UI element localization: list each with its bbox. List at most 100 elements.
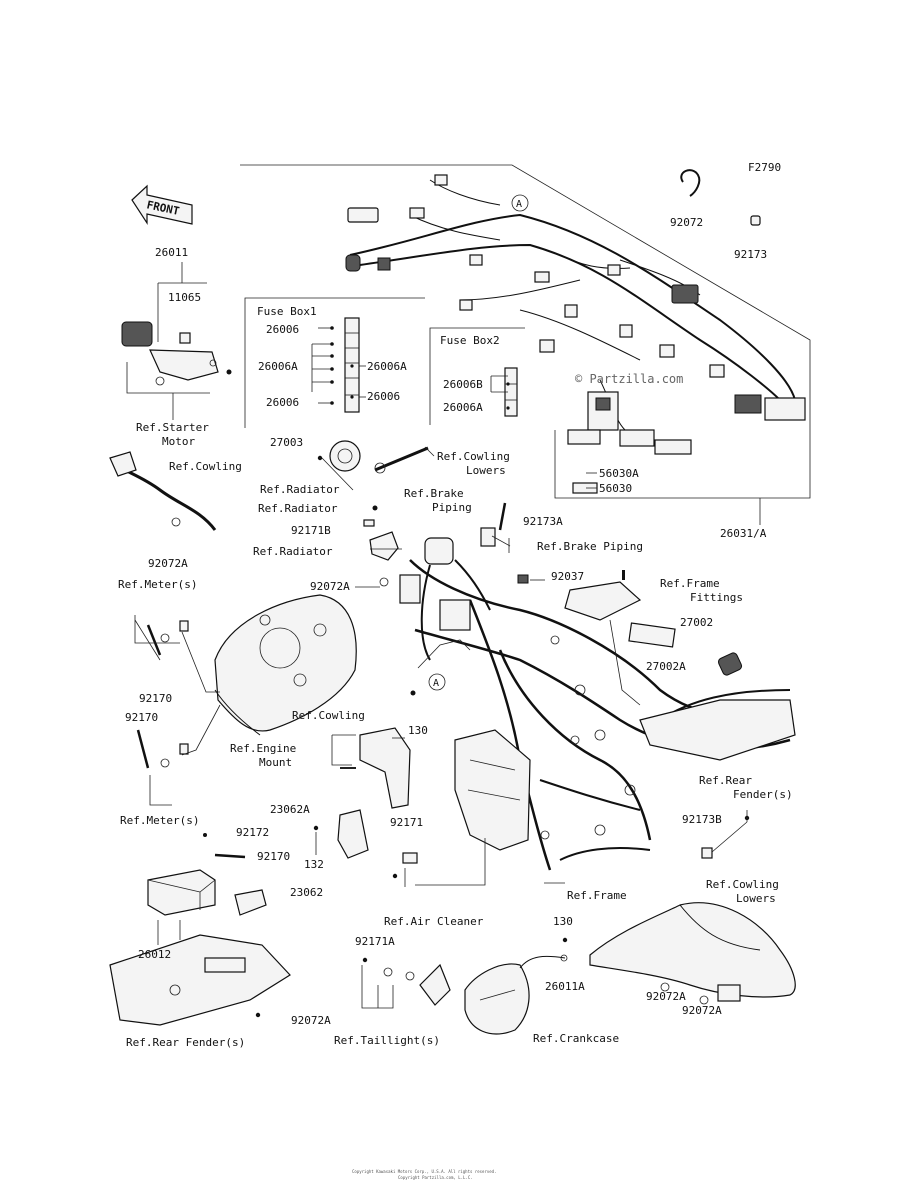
ref-frame-fittings-1: Ref.Frame bbox=[660, 577, 720, 590]
bolt-92173b-part bbox=[701, 810, 750, 859]
label-23062: 23062 bbox=[290, 886, 323, 899]
label-23062a: 23062A bbox=[270, 803, 310, 816]
ref-brake-piping-1b: Piping bbox=[432, 501, 472, 514]
ref-engine-mount-2: Mount bbox=[259, 756, 292, 769]
wire-harness bbox=[345, 174, 806, 431]
fuse-box-2-part bbox=[567, 391, 692, 494]
fuse-box-1-title: Fuse Box1 bbox=[257, 305, 317, 318]
label-92172: 92172 bbox=[236, 826, 269, 839]
ref-cowling-lowers-1b: Lowers bbox=[466, 464, 506, 477]
label-132: 132 bbox=[304, 858, 324, 871]
ref-rear-fender-1b: Fender(s) bbox=[733, 788, 793, 801]
label-27002a: 27002A bbox=[646, 660, 686, 673]
label-26011: 26011 bbox=[155, 246, 188, 259]
ref-air-cleaner: Ref.Air Cleaner bbox=[384, 915, 484, 928]
horn-part bbox=[317, 440, 429, 474]
ref-cowling-lowers-1a: Ref.Cowling bbox=[437, 450, 510, 463]
small-fasteners-top bbox=[363, 502, 507, 561]
ref-rear-fender-1a: Ref.Rear bbox=[699, 774, 752, 787]
fuse-box-2-label-1: 26006B bbox=[443, 378, 483, 391]
ref-frame-fittings-2: Fittings bbox=[690, 591, 743, 604]
callout-a-top: A bbox=[511, 194, 529, 212]
label-56030a: 56030A bbox=[599, 467, 639, 480]
leader-lines bbox=[321, 446, 597, 884]
ref-cowling-2: Ref.Cowling bbox=[292, 709, 365, 722]
harness-outline bbox=[240, 164, 811, 525]
ref-cowling-lowers-2b: Lowers bbox=[736, 892, 776, 905]
fuse-box-2-label-2: 26006A bbox=[443, 401, 483, 414]
fuse-box-1-label-left-3: 26006 bbox=[266, 396, 299, 409]
label-26031a: 26031/A bbox=[720, 527, 767, 540]
ref-meters-2: Ref.Meter(s) bbox=[120, 814, 199, 827]
label-27003: 27003 bbox=[270, 436, 303, 449]
ref-starter-motor-1: Ref.Starter bbox=[136, 421, 209, 434]
svg-text:A: A bbox=[516, 199, 522, 210]
ref-taillights: Ref.Taillight(s) bbox=[334, 1034, 440, 1047]
bracket-23062a-part bbox=[313, 809, 369, 859]
label-92072a-right-2: 92072A bbox=[682, 1004, 722, 1017]
ref-engine-mount-1: Ref.Engine bbox=[230, 742, 296, 755]
label-92170-2: 92170 bbox=[125, 711, 158, 724]
grommet-92173-part bbox=[750, 215, 761, 226]
label-26012: 26012 bbox=[138, 948, 171, 961]
ref-crankcase: Ref.Crankcase bbox=[533, 1032, 619, 1045]
label-92170-3: 92170 bbox=[257, 850, 290, 863]
label-92171: 92171 bbox=[390, 816, 423, 829]
fuse-box-1-label-right-1: 26006A bbox=[367, 360, 407, 373]
label-27002: 27002 bbox=[680, 616, 713, 629]
label-92072a-bottom-left: 92072A bbox=[291, 1014, 331, 1027]
ref-brake-piping-2: Ref.Brake Piping bbox=[537, 540, 643, 553]
figure-code: F2790 bbox=[748, 161, 781, 174]
ref-frame: Ref.Frame bbox=[567, 889, 627, 902]
meter-panel-part bbox=[134, 594, 357, 806]
ref-radiator-3: Ref.Radiator bbox=[253, 545, 333, 558]
label-56030: 56030 bbox=[599, 482, 632, 495]
crankcase-sensor-part bbox=[464, 937, 568, 1035]
label-26011a: 26011A bbox=[545, 980, 585, 993]
label-92173b: 92173B bbox=[682, 813, 722, 826]
svg-text:A: A bbox=[433, 678, 439, 689]
ref-cowling-1: Ref.Cowling bbox=[169, 460, 242, 473]
label-11065: 11065 bbox=[168, 291, 201, 304]
engine-mount-bracket-part bbox=[331, 727, 411, 809]
ref-starter-motor-2: Motor bbox=[162, 435, 195, 448]
label-92171b: 92171B bbox=[291, 524, 331, 537]
label-92170-1: 92170 bbox=[139, 692, 172, 705]
air-cleaner-part bbox=[392, 729, 531, 887]
label-130-bottom: 130 bbox=[553, 915, 573, 928]
label-130-top: 130 bbox=[408, 724, 428, 737]
label-92072a-right-1: 92072A bbox=[646, 990, 686, 1003]
ref-meters-1: Ref.Meter(s) bbox=[118, 578, 197, 591]
fuse-box-1-label-right-2: 26006 bbox=[367, 390, 400, 403]
label-92173: 92173 bbox=[734, 248, 767, 261]
label-92072: 92072 bbox=[670, 216, 703, 229]
taillight-bracket-part bbox=[361, 957, 451, 1009]
fuse-box-1-label-left-1: 26006 bbox=[266, 323, 299, 336]
battery-part bbox=[147, 833, 267, 945]
label-92171a: 92171A bbox=[355, 935, 395, 948]
rear-fender-tray-part bbox=[109, 934, 291, 1026]
fuse-box-2-title: Fuse Box2 bbox=[440, 334, 500, 347]
cowling-stay-part bbox=[109, 451, 217, 531]
clamp-92072-part bbox=[680, 169, 701, 197]
ref-radiator-1: Ref.Radiator bbox=[260, 483, 340, 496]
ref-brake-piping-1a: Ref.Brake bbox=[404, 487, 464, 500]
footer-copyright-2: Copyright Partzilla.com, L.L.C. bbox=[398, 1175, 473, 1180]
fuse-box-2-panel: Fuse Box2 26006B 26006A bbox=[429, 327, 525, 425]
watermark: © Partzilla.com bbox=[575, 372, 683, 386]
label-92072a-head: 92072A bbox=[310, 580, 350, 593]
fuse-box-1-panel: Fuse Box1 26006 26006A 26006 26006A 2600… bbox=[244, 297, 425, 428]
cowling-lowers-part bbox=[589, 902, 796, 1005]
starter-relay-part bbox=[121, 262, 232, 420]
front-arrow-icon: FRONT bbox=[131, 184, 193, 226]
label-92173a: 92173A bbox=[523, 515, 563, 528]
ecu-bracket-part bbox=[517, 570, 743, 706]
ref-radiator-2: Ref.Radiator bbox=[258, 502, 338, 515]
callout-a-lower: A bbox=[428, 673, 446, 691]
ref-cowling-lowers-2a: Ref.Cowling bbox=[706, 878, 779, 891]
ref-rear-fenders-2: Ref.Rear Fender(s) bbox=[126, 1036, 245, 1049]
fuse-box-1-label-left-2: 26006A bbox=[258, 360, 298, 373]
label-92037: 92037 bbox=[551, 570, 584, 583]
bolt-92072a-part bbox=[379, 577, 416, 696]
